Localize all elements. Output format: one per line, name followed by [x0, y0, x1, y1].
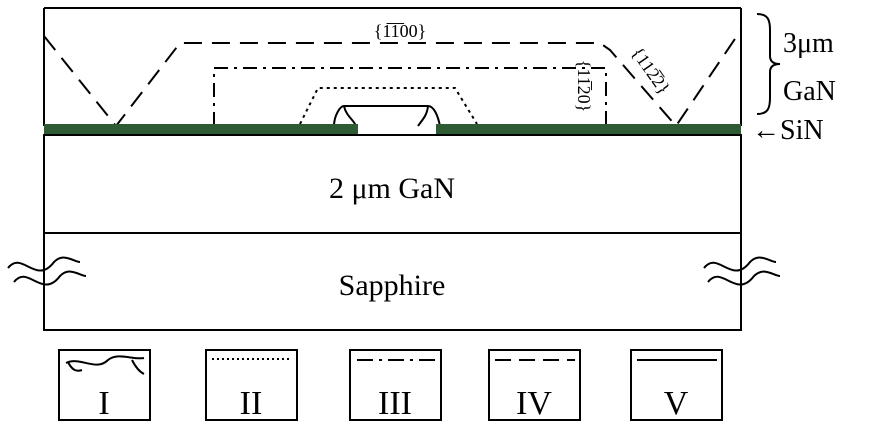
- legend-item-i: I: [58, 349, 151, 422]
- gan-template-layer: [43, 134, 742, 234]
- legend-numeral: IV: [516, 385, 552, 422]
- legend-item-iii: III: [349, 349, 442, 422]
- legend-item-ii: II: [205, 349, 298, 422]
- legend-box: [205, 349, 298, 421]
- legend: I II III IV V: [58, 349, 723, 422]
- overgrowth-region: [43, 7, 742, 126]
- legend-line-wavy: [65, 355, 145, 366]
- sapphire-substrate: [43, 232, 742, 331]
- sapphire-label: Sapphire: [339, 269, 446, 302]
- sin-mask-right: [436, 124, 741, 135]
- sin-mask-left: [44, 124, 358, 135]
- sin-mask-label: ←SiN: [752, 115, 824, 146]
- legend-line-wavy-curl-left: [67, 361, 83, 372]
- growth-material-label: GaN: [783, 76, 836, 107]
- profile-iv-dashed: [43, 29, 742, 128]
- facet-side-a-label: {11̅20}: [574, 60, 594, 113]
- legend-numeral: II: [240, 385, 263, 422]
- legend-item-v: V: [630, 349, 723, 422]
- facet-top-label: {1̅1̅00}: [374, 21, 427, 41]
- legend-box: [488, 349, 581, 421]
- legend-numeral: V: [664, 385, 689, 422]
- profile-ii-dotted: [299, 87, 478, 125]
- legend-numeral: III: [378, 385, 412, 422]
- legend-item-iv: IV: [488, 349, 581, 422]
- gan-template-label: 2 μm GaN: [329, 172, 455, 205]
- growth-thickness-label: 3μm: [783, 28, 834, 59]
- sin-mask-layer: [44, 124, 741, 136]
- legend-box: [349, 349, 442, 421]
- break-mark-right: [703, 256, 781, 286]
- thickness-bracket: [756, 13, 781, 115]
- legend-box: [630, 349, 723, 421]
- facet-side-b-label: {112̅2}: [628, 43, 675, 98]
- legend-numeral: I: [98, 385, 109, 422]
- break-mark-left: [7, 256, 87, 286]
- profile-iii-dashdot: [213, 67, 607, 126]
- profile-i-nucleus: [333, 105, 441, 127]
- legend-line-wavy-curl-right: [131, 359, 145, 375]
